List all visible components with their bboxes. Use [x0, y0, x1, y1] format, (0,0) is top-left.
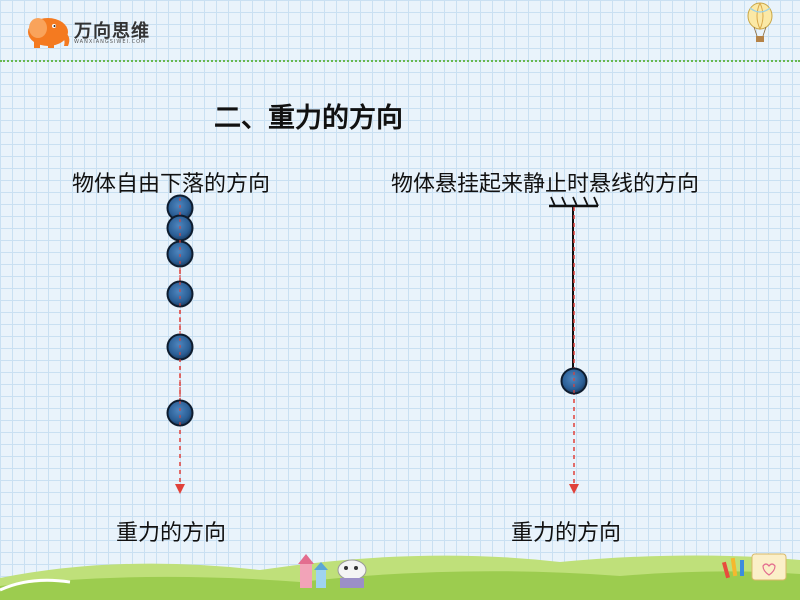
cartoon-figures-icon — [298, 554, 367, 588]
slide-title: 二、重力的方向 — [214, 103, 403, 134]
header-divider — [0, 60, 800, 62]
falling-ball — [166, 280, 194, 308]
elephant-icon — [28, 18, 70, 48]
hanging-object-caption: 物体悬挂起来静止时悬线的方向 — [391, 172, 700, 197]
footer-decoration — [0, 553, 800, 600]
hanging-gravity-arrow — [569, 207, 579, 494]
free-fall-caption: 物体自由下落的方向 — [72, 172, 271, 197]
ceiling-support — [549, 196, 599, 208]
free-fall-gravity-label: 重力的方向 — [116, 521, 227, 546]
falling-ball — [166, 399, 194, 427]
logo-subtext: WANXIANGSIWEI.COM — [74, 39, 147, 45]
hot-air-balloon-icon — [747, 2, 773, 42]
crayons-icon — [721, 553, 787, 581]
logo-text: 万向思维 — [74, 21, 150, 42]
hanging-gravity-label: 重力的方向 — [511, 521, 622, 546]
